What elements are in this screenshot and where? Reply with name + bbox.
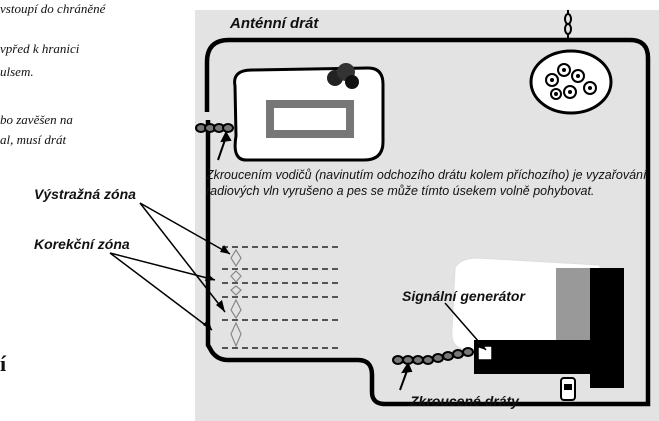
- zone-lines: [222, 246, 342, 349]
- left-text-line-2: vpřed k hranici: [0, 41, 80, 56]
- signal-generator-label: Signální generátor: [402, 288, 525, 304]
- car-icon: [560, 377, 576, 401]
- left-text-line-5: al, musí drát: [0, 132, 67, 147]
- flower-bed: [529, 49, 613, 115]
- left-text-line-3: ulsem.: [0, 64, 34, 79]
- heading-fragment: í: [0, 351, 7, 376]
- twist-explanation: Zkroucením vodičů (navinutím odchozího d…: [206, 168, 647, 198]
- generator-arrow: [444, 302, 487, 351]
- pool-area: [233, 63, 385, 162]
- house-block: [451, 257, 624, 388]
- antenna-wire-label: Anténní drát: [230, 15, 319, 32]
- left-text-line-4: bo zavěšen na: [0, 112, 73, 127]
- correction-zone-label: Korekční zóna: [34, 236, 130, 252]
- twisted-wires-label: Zkroucené dráty: [410, 393, 519, 409]
- antenna-wire-loop: [204, 37, 651, 407]
- zone-markers: [230, 248, 242, 348]
- left-text-line-1: vstoupí do chráněné: [0, 1, 106, 16]
- zone-arrowheads: [203, 245, 230, 330]
- left-chain-links: [195, 123, 234, 161]
- bottom-chain-links: [392, 347, 474, 391]
- top-chain-links: [564, 10, 572, 40]
- warning-zone-label: Výstražná zóna: [34, 186, 136, 202]
- zone-arrows: [109, 202, 231, 331]
